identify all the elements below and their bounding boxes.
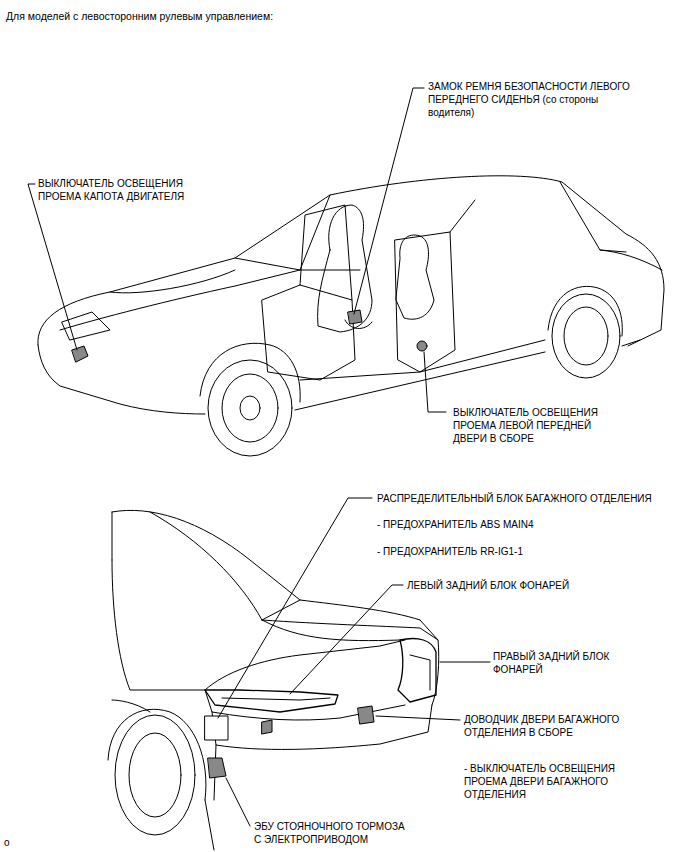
part-label: ЗАМОК РЕМНЯ БЕЗОПАСНОСТИ ЛЕВОГО ПЕРЕДНЕГ… [427, 80, 644, 119]
part-label: ЛЕВЫЙ ЗАДНИЙ БЛОК ФОНАРЕЙ [406, 579, 570, 592]
part-sub-label: - ВЫКЛЮЧАТЕЛЬ ОСВЕЩЕНИЯ ПРОЕМА ДВЕРИ БАГ… [463, 762, 640, 801]
front-car [38, 176, 664, 456]
part-label: ДОВОДЧИК ДВЕРИ БАГАЖНОГО ОТДЕЛЕНИЯ В СБО… [463, 713, 650, 739]
part-label: ВЫКЛЮЧАТЕЛЬ ОСВЕЩЕНИЯ ПРОЕМА КАПОТА ДВИГ… [37, 177, 199, 203]
rear-car [108, 510, 439, 850]
part-label: ПРАВЫЙ ЗАДНИЙ БЛОК ФОНАРЕЙ [492, 650, 634, 676]
part-label: РАСПРЕДЕЛИТЕЛЬНЫЙ БЛОК БАГАЖНОГО ОТДЕЛЕН… [376, 492, 653, 505]
part-label: ВЫКЛЮЧАТЕЛЬ ОСВЕЩЕНИЯ ПРОЕМА ЛЕВОЙ ПЕРЕД… [452, 406, 614, 445]
part-label: ЭБУ СТОЯНОЧНОГО ТОРМОЗА С ЭЛЕКТРОПРИВОДО… [253, 820, 415, 846]
page-title: Для моделей с левосторонним рулевым упра… [6, 10, 273, 23]
watermark: o [3, 836, 11, 849]
fuse-label: - ПРЕДОХРАНИТЕЛЬ ABS MAIN4 [376, 518, 535, 531]
leader-lines [28, 88, 490, 826]
fuse-label: - ПРЕДОХРАНИТЕЛЬ RR-IG1-1 [376, 545, 524, 558]
